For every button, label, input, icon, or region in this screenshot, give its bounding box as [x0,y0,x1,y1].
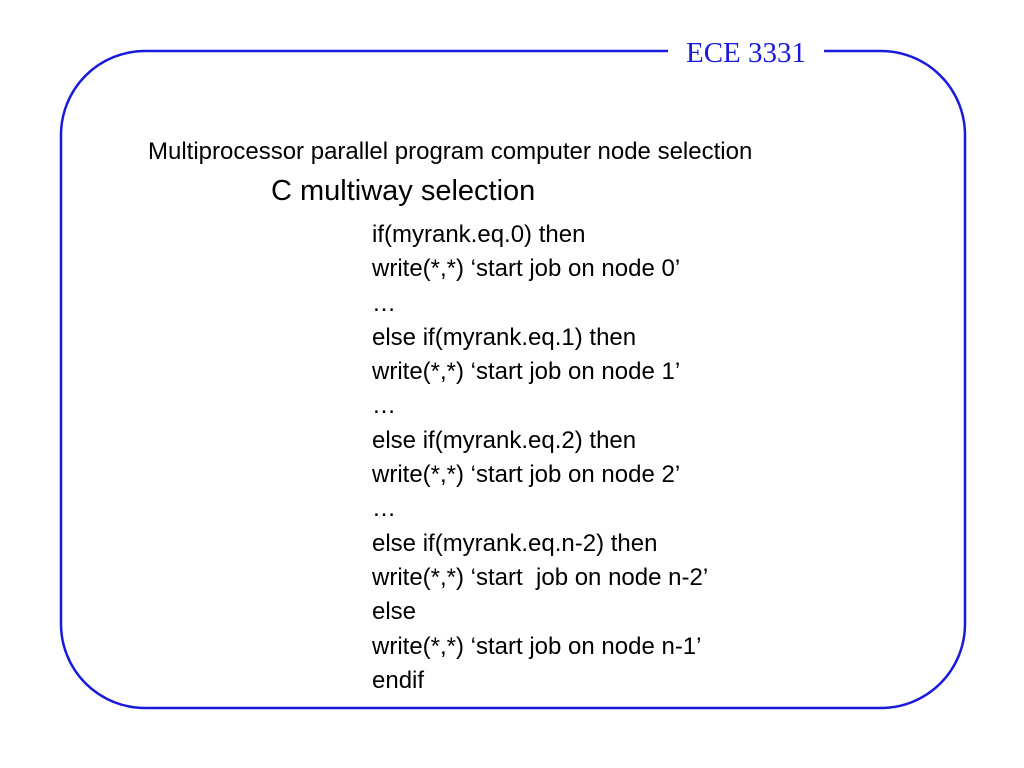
code-line: write(*,*) ‘start job on node n-2’ [372,563,709,591]
course-label: ECE 3331 [668,33,824,73]
rounded-border [59,49,967,710]
code-line: endif [372,666,425,694]
slide-subtitle: Multiprocessor parallel program computer… [148,138,753,165]
code-line: else if(myrank.eq.1) then [372,323,637,351]
code-line: else if(myrank.eq.2) then [372,426,637,454]
code-line: … [372,392,396,420]
code-line: if(myrank.eq.0) then [372,221,586,248]
code-line: write(*,*) ‘start job on node 1’ [372,358,681,386]
code-line: … [372,495,396,523]
code-line: write(*,*) ‘start job on node n-1’ [372,632,702,660]
slide-heading: C multiway selection [271,175,536,207]
code-line: else if(myrank.eq.n-2) then [372,529,658,557]
code-line: else [372,598,417,626]
code-line: write(*,*) ‘start job on node 0’ [372,255,681,283]
code-line: write(*,*) ‘start job on node 2’ [372,461,681,489]
code-line: … [372,289,396,317]
code-block: if(myrank.eq.0) then write(*,*) ‘start j… [372,218,708,698]
